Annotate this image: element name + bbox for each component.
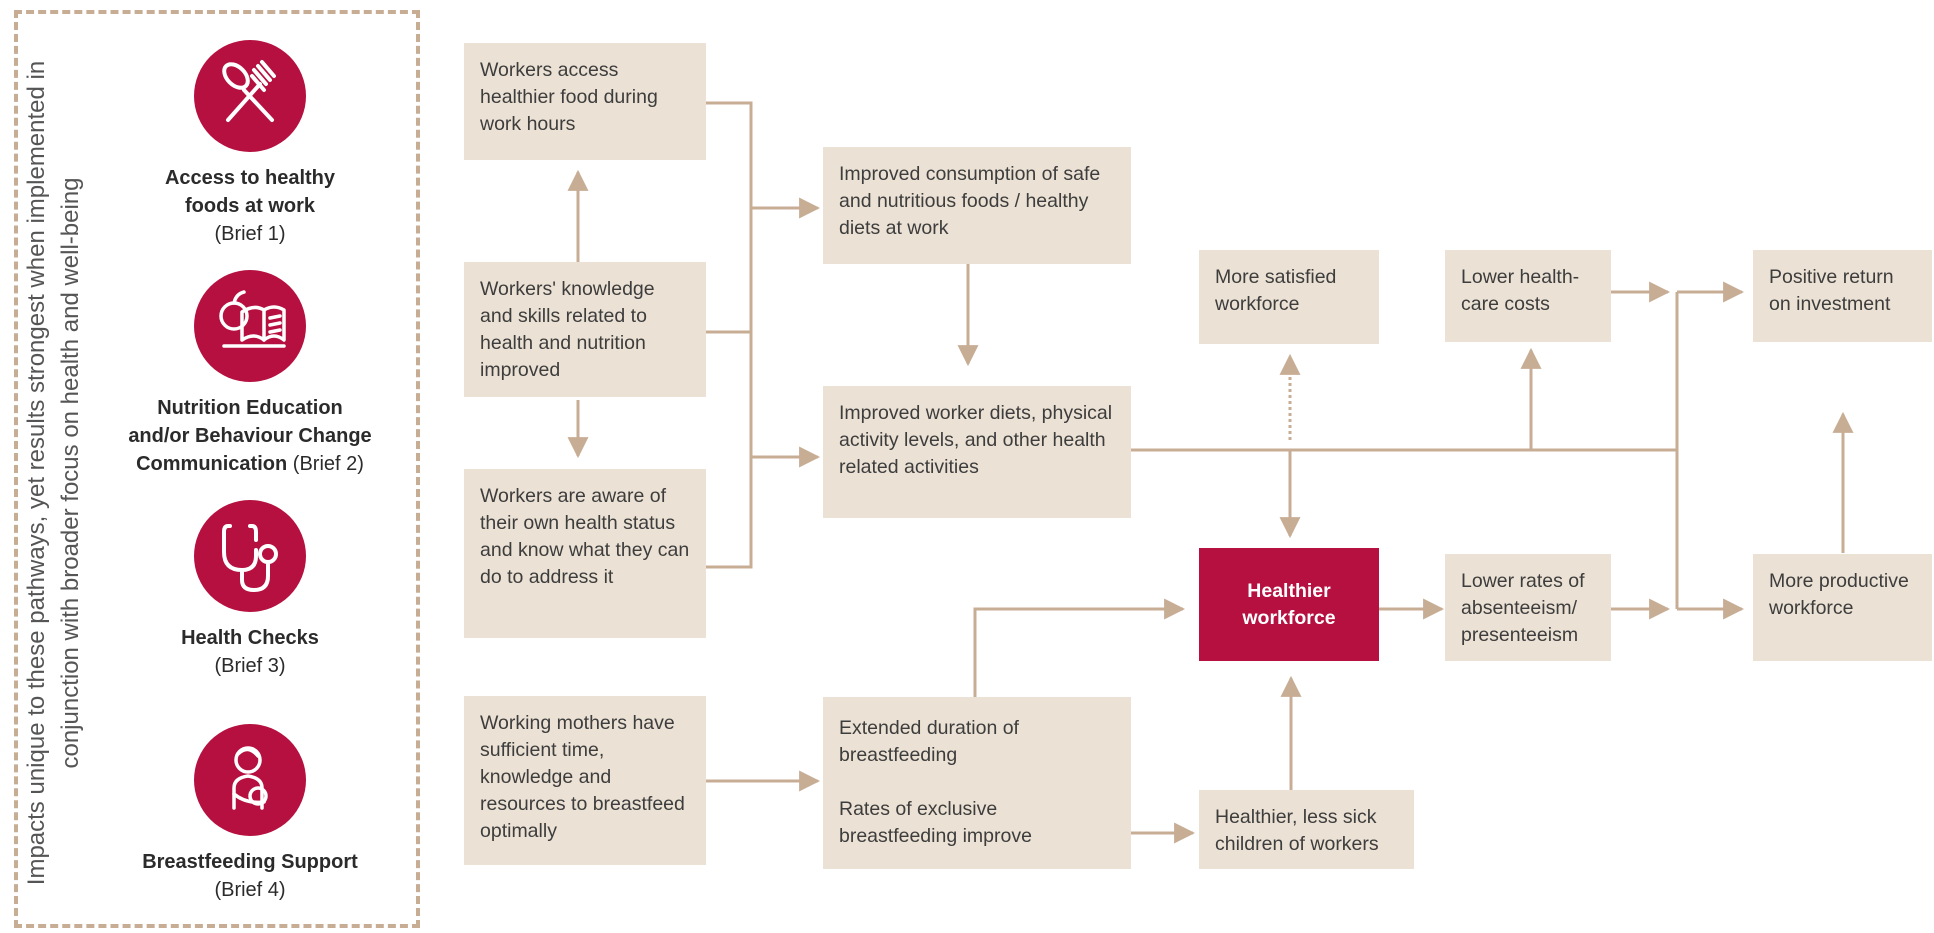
intervention-title: Access to healthy — [164, 167, 336, 189]
box-aware-health-status: Workers are aware of their own health st… — [464, 469, 706, 638]
box-more-satisfied: More satisfied workforce — [1199, 250, 1379, 344]
mother-child-icon — [194, 724, 306, 836]
extended-breastfeeding-text: Extended duration of breastfeeding — [839, 717, 1019, 766]
box-breastfeeding: Extended duration of breastfeeding Rates… — [823, 697, 1131, 869]
intervention-nutrition-education: Nutrition Education and/or Behaviour Cha… — [90, 270, 410, 478]
panel-caption: Impacts unique to these pathways, yet re… — [23, 60, 84, 886]
fork-spoon-icon — [194, 40, 306, 152]
box-improved-diets: Improved worker diets, physical activity… — [823, 386, 1131, 518]
intervention-title: Health Checks — [181, 627, 319, 649]
intervention-title: Communication — [136, 453, 288, 475]
intervention-brief: (Brief 4) — [214, 879, 286, 901]
box-healthier-workforce: Healthier workforce — [1199, 548, 1379, 661]
box-working-mothers: Working mothers have sufficient time, kn… — [464, 696, 706, 865]
intervention-title: Breastfeeding Support — [142, 851, 358, 873]
intervention-brief: (Brief 3) — [214, 655, 286, 677]
apple-book-icon — [194, 270, 306, 382]
box-positive-roi: Positive return on investment — [1753, 250, 1932, 342]
box-healthier-children: Healthier, less sick children of workers — [1199, 790, 1414, 869]
exclusive-breastfeeding-text: Rates of exclusive breastfeeding improve — [839, 798, 1032, 847]
box-improved-consumption: Improved consumption of safe and nutriti… — [823, 147, 1131, 264]
interventions-panel — [14, 10, 420, 928]
box-lower-healthcare-costs: Lower health-care costs — [1445, 250, 1611, 342]
intervention-access-healthy-foods: Access to healthy foods at work (Brief 1… — [90, 40, 410, 248]
intervention-title: Nutrition Education — [157, 397, 343, 419]
box-lower-absenteeism: Lower rates of absenteeism/ presenteeism — [1445, 554, 1611, 661]
intervention-health-checks: Health Checks (Brief 3) — [90, 500, 410, 680]
intervention-breastfeeding-support: Breastfeeding Support (Brief 4) — [90, 724, 410, 904]
intervention-brief: (Brief 1) — [214, 223, 286, 245]
intervention-title: foods at work — [184, 195, 315, 217]
box-knowledge-skills: Workers' knowledge and skills related to… — [464, 262, 706, 397]
intervention-title: and/or Behaviour Change — [128, 425, 372, 447]
box-healthier-food-access: Workers access healthier food during wor… — [464, 43, 706, 160]
intervention-brief: (Brief 2) — [292, 453, 364, 475]
box-more-productive: More productive workforce — [1753, 554, 1932, 661]
stethoscope-icon — [194, 500, 306, 612]
